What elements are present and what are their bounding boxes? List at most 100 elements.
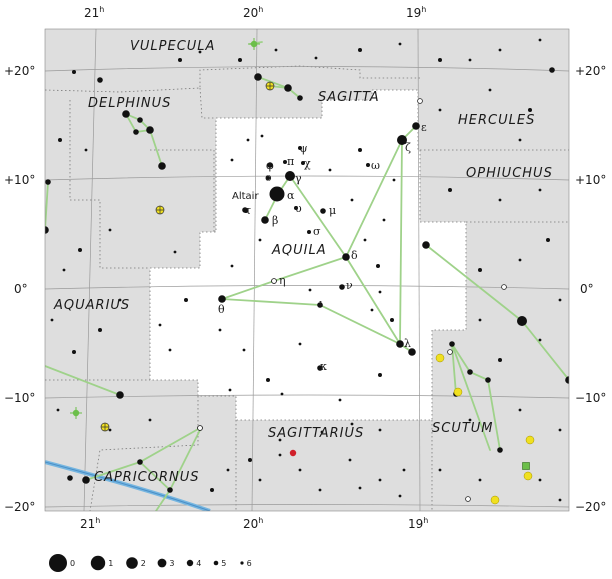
star <box>517 316 527 326</box>
star <box>318 488 322 492</box>
star <box>246 138 250 142</box>
star <box>317 302 323 308</box>
legend-star-mag-2 <box>126 557 138 569</box>
greek-omicron: ο <box>265 171 272 184</box>
variable-star-marker <box>417 98 423 104</box>
ra-label-19h: 19h <box>406 5 426 20</box>
dec-label-right-minus10: −10° <box>575 391 606 405</box>
star <box>317 365 323 371</box>
star <box>546 238 550 242</box>
star <box>528 108 532 112</box>
star <box>266 378 270 382</box>
star <box>402 468 406 472</box>
star <box>97 77 103 83</box>
star <box>261 216 269 224</box>
star <box>363 238 367 242</box>
star <box>538 188 542 192</box>
globular-cluster-marker <box>155 205 165 215</box>
star <box>348 458 352 462</box>
star <box>350 422 354 426</box>
legend-label-mag-0: 0 <box>70 559 75 568</box>
star <box>412 122 420 130</box>
star <box>358 486 362 490</box>
legend-label-mag-4: 4 <box>196 559 201 568</box>
star <box>485 377 491 383</box>
star <box>358 48 362 52</box>
star <box>350 198 354 202</box>
star <box>238 58 242 62</box>
star <box>72 350 76 354</box>
ra-label-20h-bottom: 20h <box>243 516 263 531</box>
star <box>230 264 234 268</box>
dec-label-right-minus20: −20° <box>575 500 606 514</box>
star <box>226 468 230 472</box>
star <box>167 487 173 493</box>
greek-alpha: α <box>287 189 295 202</box>
star <box>78 248 82 252</box>
star <box>158 162 166 170</box>
legend-star-mag-6 <box>240 561 244 565</box>
constellation-hercules: HERCULES <box>458 113 535 128</box>
star <box>307 230 311 234</box>
star <box>218 295 226 303</box>
star <box>118 298 122 302</box>
legend-label-mag-5: 5 <box>221 559 226 568</box>
legend-label-mag-3: 3 <box>169 559 174 568</box>
star <box>467 369 473 375</box>
greek-iota: ι <box>319 297 323 310</box>
star <box>278 438 282 442</box>
star <box>173 250 177 254</box>
star <box>558 298 562 302</box>
star <box>267 162 273 168</box>
legend-star-mag-1 <box>90 555 106 571</box>
star <box>158 323 162 327</box>
open-cluster-marker <box>522 462 530 470</box>
star <box>448 188 452 192</box>
nebula-marker <box>490 495 500 505</box>
star <box>230 158 234 162</box>
star <box>314 56 318 60</box>
star <box>210 488 214 492</box>
star <box>408 348 416 356</box>
star <box>396 340 404 348</box>
greek-phi: φ <box>266 159 274 172</box>
star <box>258 478 262 482</box>
star <box>390 318 394 322</box>
ra-label-21h: 21h <box>84 5 104 20</box>
constellation-aquila: AQUILA <box>271 243 327 258</box>
greek-gamma: γ <box>295 172 302 185</box>
star <box>148 418 152 422</box>
constellation-aquarius: AQUARIUS <box>53 298 130 313</box>
star <box>254 73 262 81</box>
star <box>558 498 562 502</box>
star <box>72 70 76 74</box>
star <box>218 328 222 332</box>
star <box>285 171 295 181</box>
star <box>468 58 472 62</box>
dec-label-right-plus10: +10° <box>575 173 606 187</box>
star <box>67 475 73 481</box>
star <box>298 342 302 346</box>
legend-star-mag-5 <box>213 560 219 566</box>
constellation-sagittarius: SAGITTARIUS <box>268 426 364 441</box>
star <box>137 117 143 123</box>
constellation-ophiuchus: OPHIUCHUS <box>466 166 553 181</box>
star <box>488 88 492 92</box>
ra-label-21h-bottom: 21h <box>80 516 100 531</box>
dec-label-left-minus10: −10° <box>4 391 35 405</box>
star <box>497 447 503 453</box>
dec-label-left-0: 0° <box>14 282 28 296</box>
star <box>558 428 562 432</box>
greek-lambda: λ <box>404 337 411 350</box>
star <box>244 209 248 213</box>
greek-sigma: σ <box>313 225 321 238</box>
star <box>339 284 345 290</box>
star-name-altair: Altair <box>232 191 259 202</box>
constellation-vulpecula: VULPECULA <box>130 39 215 54</box>
dec-label-right-0: 0° <box>580 282 594 296</box>
star <box>549 67 555 73</box>
star <box>168 348 172 352</box>
star <box>478 318 482 322</box>
